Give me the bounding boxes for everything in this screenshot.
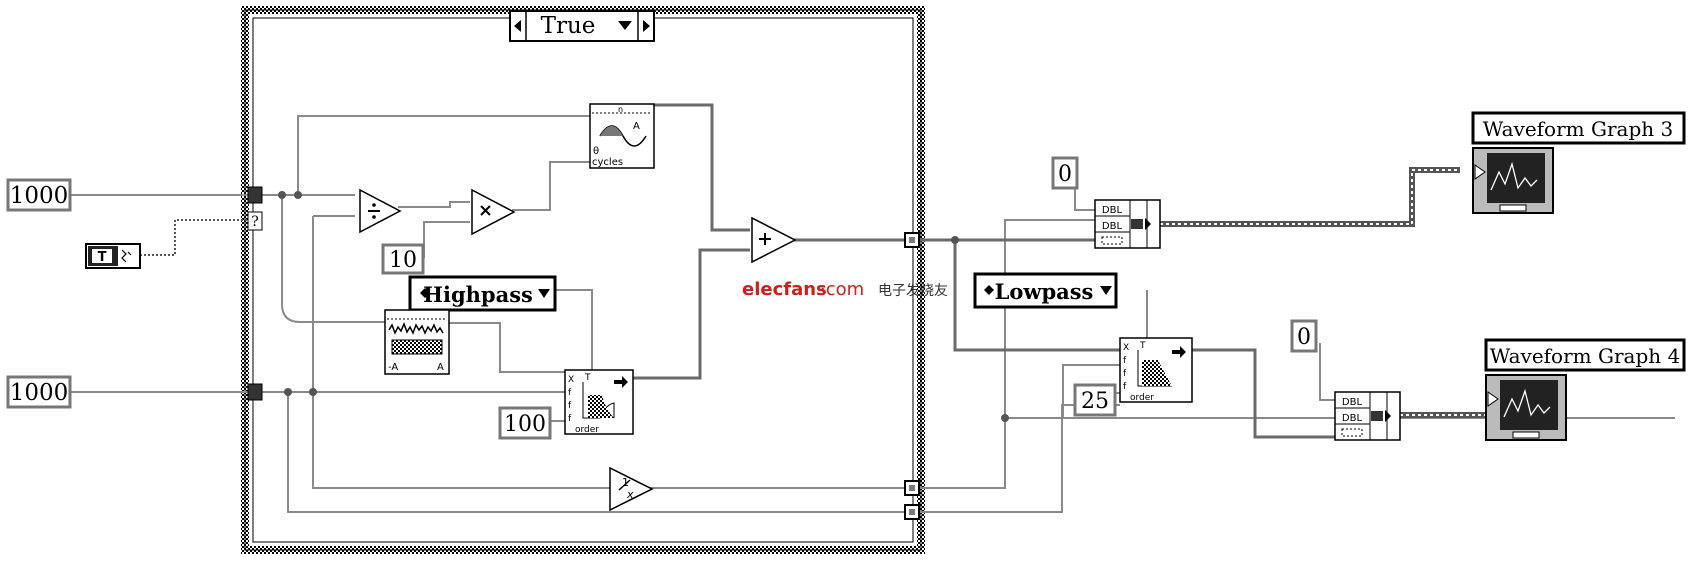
svg-text:A: A [437, 362, 444, 373]
array-wires [1160, 167, 1485, 418]
uniform-noise-vi[interactable]: -A A [384, 309, 450, 375]
arrow-right-icon [1172, 346, 1186, 358]
chevron-down-icon[interactable] [618, 21, 632, 30]
arrow-right-icon [614, 376, 628, 388]
svg-text:0: 0 [1297, 325, 1311, 350]
svg-text:1000: 1000 [10, 183, 69, 209]
svg-text:x: x [626, 488, 634, 501]
svg-text:f: f [1123, 356, 1127, 366]
svg-text:Highpass: Highpass [423, 282, 533, 307]
svg-text:10: 10 [389, 248, 417, 273]
output-tunnels[interactable] [904, 232, 920, 520]
svg-text:n: n [618, 105, 623, 114]
svg-text:Lowpass: Lowpass [995, 279, 1094, 304]
svg-text:Waveform Graph 4: Waveform Graph 4 [1490, 344, 1680, 368]
boolean-wire [140, 219, 248, 256]
constant-lowpass-cutoff[interactable]: 25 [1073, 383, 1117, 417]
svg-text:0: 0 [1058, 162, 1072, 187]
case-selector-label: True [541, 13, 596, 39]
svg-text:X: X [1123, 343, 1129, 353]
svg-text:DBL: DBL [1102, 221, 1123, 232]
svg-text:θ: θ [593, 146, 599, 157]
constant-offset-bottom[interactable]: 0 [1290, 319, 1318, 353]
constant-divisor[interactable]: 10 [381, 243, 425, 275]
add-node[interactable] [751, 216, 797, 264]
constant-offset-top[interactable]: 0 [1051, 156, 1079, 190]
svg-text:电子发烧友: 电子发烧友 [878, 283, 948, 299]
svg-text:f: f [1123, 382, 1127, 392]
ring-highpass[interactable]: Highpass [408, 275, 557, 312]
build-waveform-top[interactable]: DBL DBL [1094, 199, 1161, 249]
sine-pattern-vi[interactable]: n A θ cycles [589, 103, 655, 169]
waveform-graph-3-terminal[interactable] [1472, 147, 1554, 214]
highpass-filter-vi[interactable]: X f f f T order [564, 369, 634, 435]
constant-samples-bottom[interactable]: 1000 [6, 375, 72, 409]
case-selector-terminal[interactable]: ? [247, 211, 263, 231]
svg-text:order: order [1130, 393, 1154, 403]
svg-text:X: X [568, 375, 574, 385]
constant-highpass-cutoff[interactable]: 100 [498, 406, 552, 440]
watermark: elecfans ·com 电子发烧友 [742, 279, 948, 300]
svg-text:DBL: DBL [1102, 205, 1123, 216]
decrement-arrow-icon[interactable] [514, 20, 521, 32]
svg-text:f: f [568, 401, 572, 411]
input-tunnels[interactable] [247, 186, 263, 401]
svg-text:cycles: cycles [592, 157, 623, 168]
wires [68, 115, 1675, 513]
svg-text:A: A [633, 121, 640, 132]
wire-junctions [278, 191, 1009, 422]
svg-text:order: order [575, 425, 599, 435]
divide-node[interactable] [359, 188, 402, 234]
svg-text:elecfans: elecfans [742, 279, 827, 300]
svg-text:T: T [98, 250, 107, 265]
svg-text:-A: -A [388, 362, 398, 373]
waveform-graph-4-terminal[interactable] [1485, 374, 1567, 441]
svg-text:1: 1 [622, 476, 629, 489]
svg-text:Waveform Graph 3: Waveform Graph 3 [1483, 117, 1673, 141]
svg-text:DBL: DBL [1342, 413, 1363, 424]
waveform-graph-4-label: Waveform Graph 4 [1484, 338, 1686, 372]
lowpass-filter-vi[interactable]: X f f f T order [1119, 337, 1193, 403]
svg-text:T: T [1139, 341, 1146, 351]
constant-samples-top[interactable]: 1000 [6, 178, 72, 212]
svg-text:1000: 1000 [10, 380, 69, 406]
svg-text:DBL: DBL [1342, 397, 1363, 408]
increment-arrow-icon[interactable] [643, 20, 650, 32]
chevron-down-icon [1100, 286, 1112, 295]
svg-text:T: T [584, 373, 591, 383]
case-selector[interactable]: True [509, 10, 655, 42]
svg-text:·com: ·com [820, 279, 864, 300]
svg-text:f: f [568, 414, 572, 424]
chevron-down-icon [538, 289, 550, 298]
waveform-graph-3-label: Waveform Graph 3 [1471, 111, 1686, 145]
svg-text:100: 100 [504, 412, 546, 437]
boolean-constant[interactable]: T [85, 243, 141, 269]
svg-text:25: 25 [1081, 389, 1109, 414]
multiply-node[interactable] [471, 188, 516, 236]
ring-lowpass[interactable]: Lowpass [973, 272, 1118, 309]
svg-text:f: f [568, 388, 572, 398]
signal-wires [632, 103, 1335, 439]
reciprocal-node[interactable]: 1 x [609, 466, 654, 512]
build-waveform-bottom[interactable]: DBL DBL [1334, 391, 1401, 441]
svg-text:?: ? [251, 214, 259, 230]
svg-text:f: f [1123, 369, 1127, 379]
